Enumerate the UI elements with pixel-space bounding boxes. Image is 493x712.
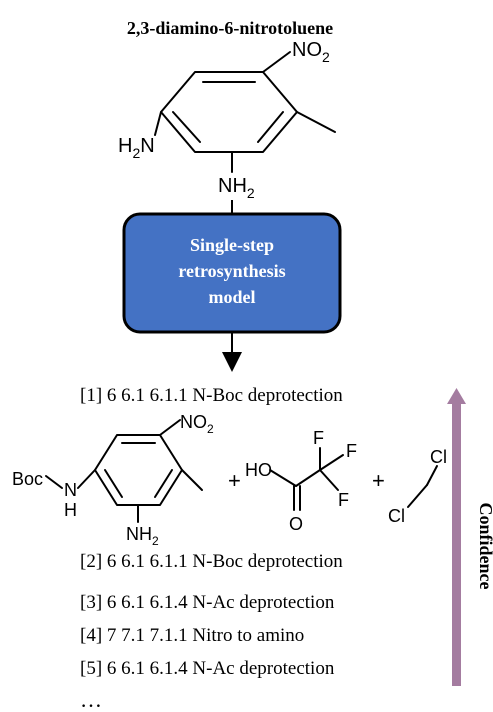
prediction-5: [5] 6 6.1 6.1.4 N-Ac deprotection xyxy=(80,658,335,679)
target-nh2-label: NH2 xyxy=(218,175,255,201)
prediction-2: [2] 6 6.1 6.1.1 N-Boc deprotection xyxy=(80,551,343,572)
plus-sign-1: + xyxy=(228,468,241,493)
target-name: 2,3-diamino-6-nitrotoluene xyxy=(127,18,333,38)
ellipsis: … xyxy=(80,687,102,712)
model-label-line3: model xyxy=(209,287,256,307)
precursor-nh2-label: NH2 xyxy=(126,524,159,548)
dcm-molecule: Cl Cl xyxy=(388,447,447,526)
prediction-1: [1] 6 6.1 6.1.1 N-Boc deprotection xyxy=(80,385,343,406)
precursor-n-label: N xyxy=(64,480,77,500)
retrosynthesis-model-box: Single-step retrosynthesis model xyxy=(122,212,342,334)
tfa-molecule: HO O F F F xyxy=(245,428,357,534)
boc-label: Boc xyxy=(12,469,43,489)
prediction-3: [3] 6 6.1 6.1.4 N-Ac deprotection xyxy=(80,592,335,613)
target-molecule: NO2 H2N NH2 xyxy=(118,39,336,201)
tfa-f1-label: F xyxy=(313,428,324,448)
tfa-f2-label: F xyxy=(346,441,357,461)
confidence-label: Confidence xyxy=(476,503,493,590)
plus-sign-2: + xyxy=(372,468,385,493)
dcm-cl2-label: Cl xyxy=(388,506,405,526)
tfa-f3-label: F xyxy=(338,490,349,510)
confidence-arrow xyxy=(447,388,466,686)
dcm-cl1-label: Cl xyxy=(430,447,447,467)
model-label-line2: retrosynthesis xyxy=(178,261,285,281)
target-h2n-label: H2N xyxy=(118,135,155,161)
precursor-no2-label: NO2 xyxy=(180,412,214,436)
target-no2-label: NO2 xyxy=(292,39,330,65)
model-label-line1: Single-step xyxy=(190,235,274,255)
tfa-ho-label: HO xyxy=(245,460,272,480)
precursor-molecule: NO2 Boc N H NH2 xyxy=(12,412,214,548)
prediction-4: [4] 7 7.1 7.1.1 Nitro to amino xyxy=(80,625,304,646)
tfa-o-label: O xyxy=(289,514,303,534)
precursor-h-label: H xyxy=(64,500,77,520)
